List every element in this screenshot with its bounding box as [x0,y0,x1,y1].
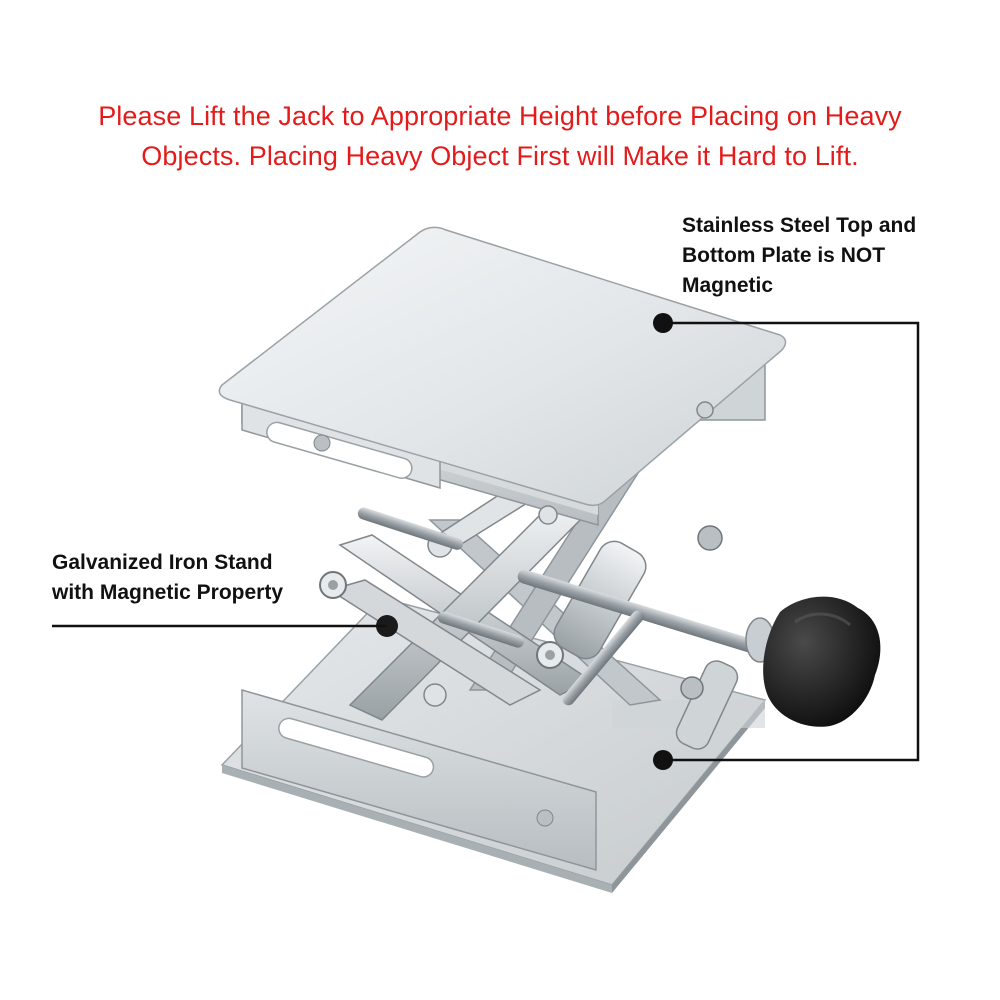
adjustment-knob [745,596,881,727]
plate-callout-line-3: Magnetic [682,274,774,297]
callout-lines [52,313,920,770]
base-slot [278,717,435,778]
stand-callout-line-2: with Magnetic Property [52,581,284,604]
base-plate [220,597,767,893]
plate-callout-line-2: Bottom Plate is NOT [682,244,886,267]
base-screw [536,809,554,827]
plate-callout-line [663,321,920,762]
warning-line-2: Objects. Placing Heavy Object First will… [141,141,859,171]
warning-text: Please Lift the Jack to Appropriate Heig… [0,96,1000,176]
warning-line-1: Please Lift the Jack to Appropriate Heig… [98,101,902,131]
plate-callout-line-1: Stainless Steel Top and [682,214,917,237]
plate-callout-label: Stainless Steel Top and Bottom Plate is … [682,211,916,301]
top-slot [266,421,413,479]
stand-callout-line-1: Galvanized Iron Stand [52,551,273,574]
top-plate [218,226,787,526]
stand-callout-label: Galvanized Iron Stand with Magnetic Prop… [52,548,283,608]
